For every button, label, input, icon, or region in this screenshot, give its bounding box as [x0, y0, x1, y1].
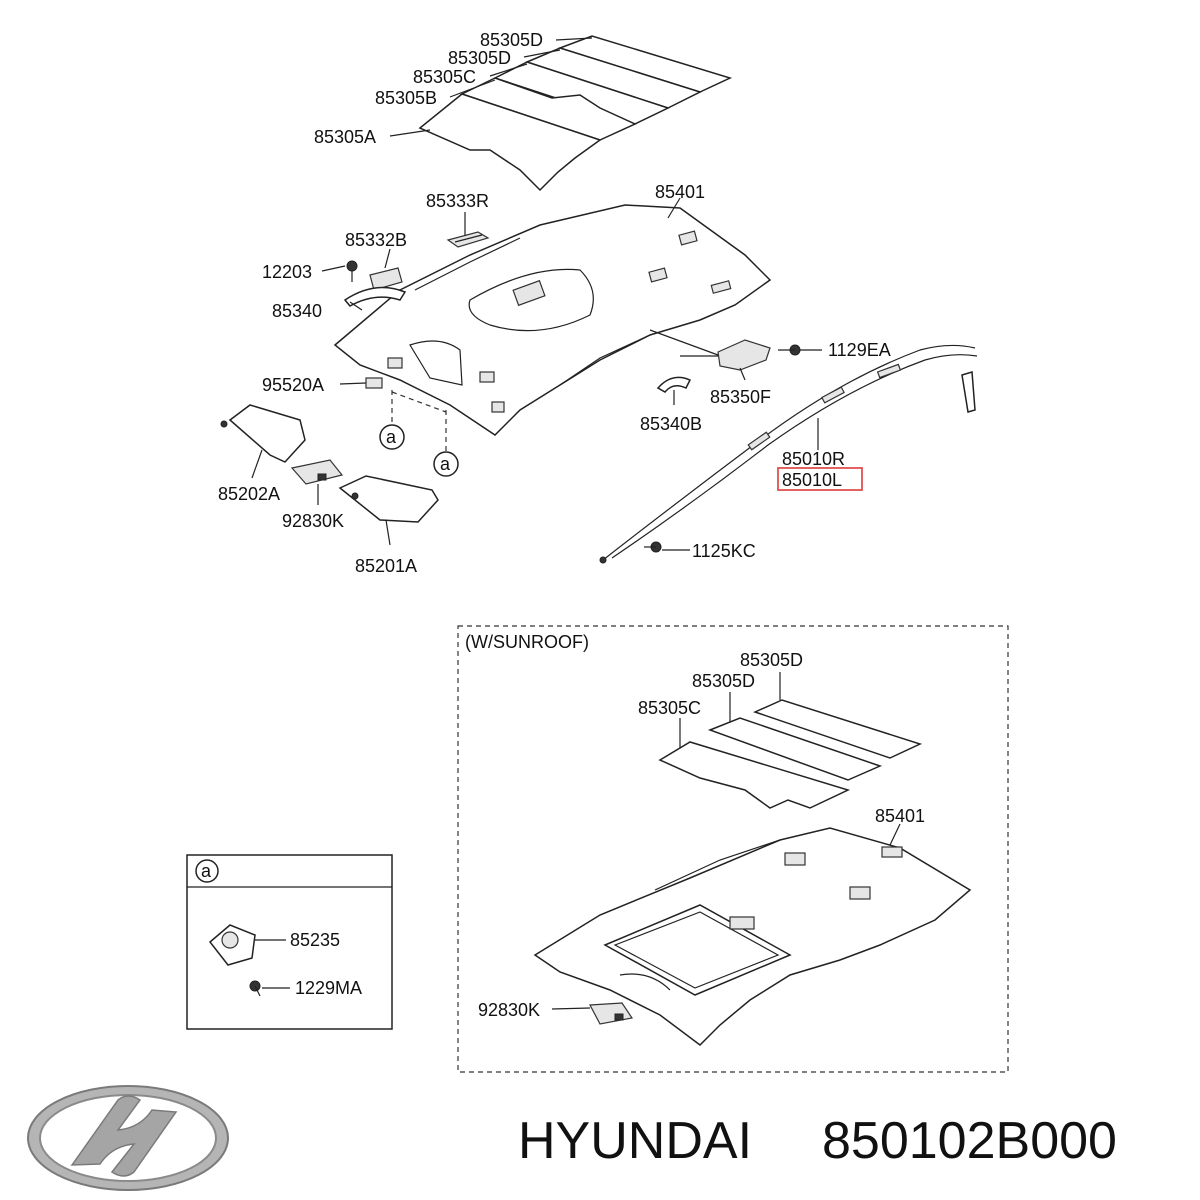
label-85332B: 85332B: [345, 230, 407, 250]
pad-leaders: [389, 37, 593, 137]
label-85202A: 85202A: [218, 484, 280, 504]
label-85340B: 85340B: [640, 414, 702, 434]
sunroof-frame: [457, 625, 1009, 1073]
label-1129EA: 1129EA: [828, 340, 891, 360]
bracket-85332B[interactable]: [369, 267, 403, 291]
sr-label-85305D-1: 85305D: [740, 650, 803, 670]
bolt-1129EA[interactable]: [778, 344, 801, 356]
sr-bracket-92830K[interactable]: [589, 1002, 634, 1025]
label-85010R: 85010R: [782, 449, 845, 469]
sunroof-title: (W/SUNROOF): [465, 632, 589, 652]
label-92830K: 92830K: [282, 511, 344, 531]
sr-headliner-85401[interactable]: [533, 827, 972, 1046]
part-number: 850102B000: [822, 1112, 1117, 1170]
bracket-85350F[interactable]: [717, 339, 771, 371]
sr-pad-85305C[interactable]: [658, 741, 851, 809]
sunvisor-85201A[interactable]: [338, 475, 439, 523]
detail-label-1229MA: 1229MA: [295, 978, 362, 998]
pad-85305B[interactable]: [460, 77, 637, 141]
bracket-85333R[interactable]: [446, 231, 490, 248]
detail-label-85235: 85235: [290, 930, 340, 950]
label-85305D-1: 85305D: [480, 30, 543, 50]
handle-85340B[interactable]: [656, 376, 692, 393]
screw-1229MA[interactable]: [249, 980, 261, 997]
label-85010L: 85010L: [782, 470, 842, 490]
brand-name: HYUNDAI: [518, 1112, 752, 1170]
label-85305D-2: 85305D: [448, 48, 511, 68]
label-85340: 85340: [272, 301, 322, 321]
screw-12203[interactable]: [346, 260, 358, 282]
label-85333R: 85333R: [426, 191, 489, 211]
detail-a-circle: [195, 859, 219, 883]
ref-circle-a-1: [379, 424, 405, 450]
sunroof-pads: [658, 699, 923, 809]
clip-95520A[interactable]: [365, 377, 383, 389]
hyundai-logo-icon: [27, 1085, 229, 1191]
label-85305B: 85305B: [375, 88, 437, 108]
bolt-1125KC[interactable]: [644, 541, 662, 553]
ref-circle-a-2: [433, 451, 459, 477]
ref-a-2: a: [440, 454, 451, 474]
highlight-box: [777, 467, 863, 491]
label-85350F: 85350F: [710, 387, 771, 407]
label-85401: 85401: [655, 182, 705, 202]
label-1125KC: 1125KC: [692, 541, 756, 561]
sr-label-85401: 85401: [875, 806, 925, 826]
label-85201A: 85201A: [355, 556, 417, 576]
handle-85340[interactable]: [343, 286, 407, 307]
pad-85305A[interactable]: [418, 93, 602, 192]
ref-a-1: a: [386, 427, 397, 447]
clip-85235[interactable]: [208, 924, 256, 966]
label-85305C: 85305C: [413, 67, 476, 87]
sr-label-92830K: 92830K: [478, 1000, 540, 1020]
sr-label-85305C: 85305C: [638, 698, 701, 718]
sunvisor-85202A[interactable]: [220, 404, 306, 463]
sr-pad-85305D-rear[interactable]: [752, 699, 923, 759]
curtain-airbag-85010[interactable]: [599, 344, 978, 564]
detail-a-ref: a: [201, 861, 212, 881]
headliner-85401[interactable]: [333, 204, 772, 436]
bracket-92830K[interactable]: [290, 459, 344, 485]
sr-label-85305D-2: 85305D: [692, 671, 755, 691]
label-85305A: 85305A: [314, 127, 376, 147]
label-95520A: 95520A: [262, 375, 324, 395]
label-12203: 12203: [262, 262, 312, 282]
